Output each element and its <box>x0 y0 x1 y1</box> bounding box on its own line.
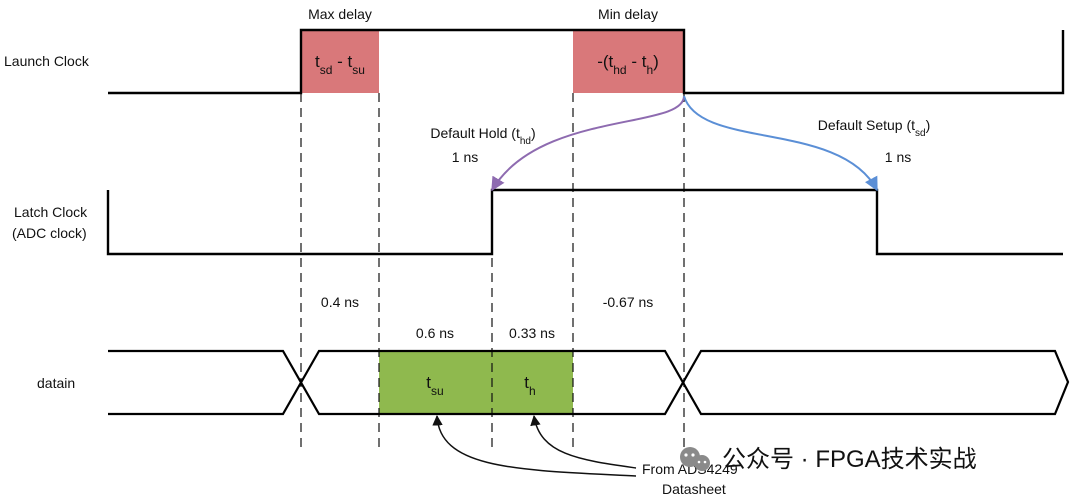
min-delay-box <box>573 30 684 93</box>
datain-waveform <box>108 349 1070 416</box>
adc-clock-label: (ADC clock) <box>12 225 87 241</box>
latch-clock-label: Latch Clock <box>14 204 88 220</box>
tsu-label: tsu <box>426 373 443 398</box>
default-hold-label: Default Hold (thd) <box>430 125 535 147</box>
th-box <box>492 351 573 414</box>
default-hold-arrow <box>491 95 685 192</box>
max-delay-header: Max delay <box>308 6 372 22</box>
launch-clock-label: Launch Clock <box>4 53 90 69</box>
default-setup-value: 1 ns <box>885 149 911 165</box>
th-label: th <box>524 373 535 398</box>
datain-label: datain <box>37 375 75 391</box>
dashed-guides <box>300 93 685 448</box>
launch-clock-waveform <box>108 28 1065 95</box>
wechat-icon <box>680 447 710 471</box>
tsu-box <box>379 351 492 414</box>
watermark-text: 公众号 · FPGA技术实战 <box>722 446 977 473</box>
default-setup-arrow <box>683 95 878 192</box>
default-setup-label: Default Setup (tsd) <box>818 117 931 139</box>
timing-neg-0-67ns: -0.67 ns <box>603 294 654 310</box>
latch-clock-waveform <box>106 188 1063 256</box>
min-delay-header: Min delay <box>598 6 658 22</box>
default-hold-value: 1 ns <box>452 149 478 165</box>
tsu-pointer-arrow <box>432 414 637 477</box>
datasheet-source-line1: From ADS4249 <box>642 461 738 477</box>
max-delay-formula: tsd - tsu <box>315 52 365 77</box>
timing-0-33ns: 0.33 ns <box>509 325 555 341</box>
timing-0-6ns: 0.6 ns <box>416 325 454 341</box>
timing-0-4ns: 0.4 ns <box>321 294 359 310</box>
min-delay-formula: -(thd - th) <box>597 52 659 77</box>
datasheet-source-line2: Datasheet <box>662 481 726 497</box>
th-pointer-arrow <box>530 414 637 469</box>
max-delay-box <box>301 30 379 93</box>
